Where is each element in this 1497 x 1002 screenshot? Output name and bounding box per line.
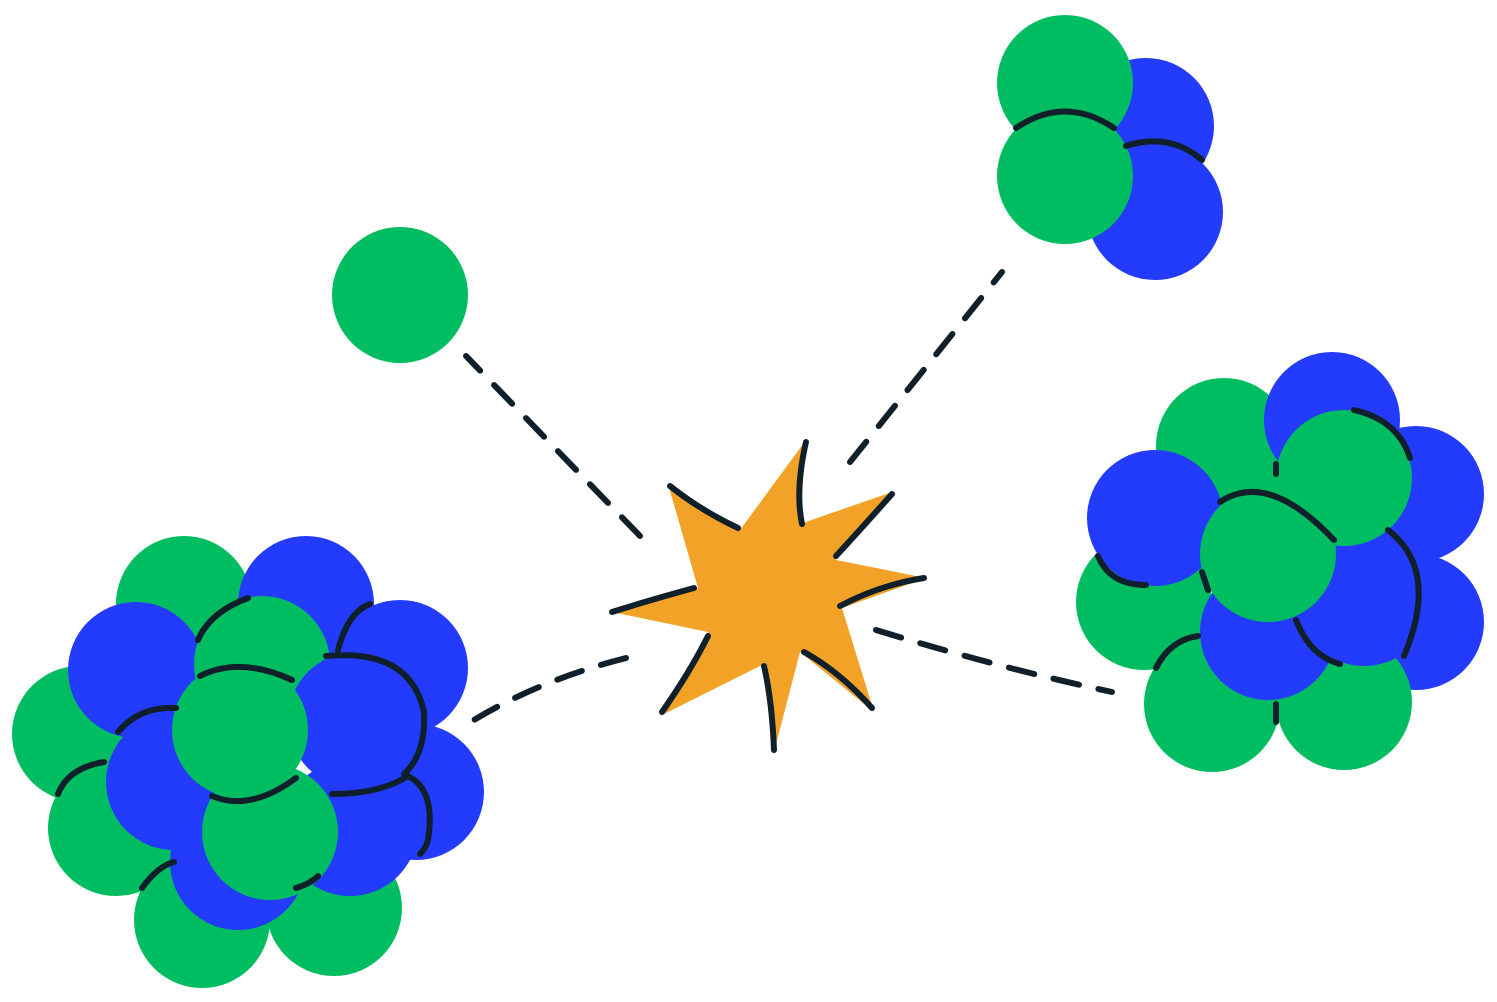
energy-burst-strokes [609,439,927,753]
large-nucleus-fragment-left [12,536,484,988]
energy-burst-star [612,440,926,752]
energy-burst [609,439,927,753]
neutron [288,652,424,788]
large-nucleus-fragment-right [1076,352,1484,772]
motion-trails [463,269,1115,723]
fragment-seams [1095,407,1422,725]
neutron [1087,450,1223,586]
trail-to-light-fragment [847,269,1005,465]
trail-to-free-nucleon [463,353,643,539]
proton [202,764,338,900]
free-nucleon [332,227,468,363]
fragment-seams [55,595,433,891]
proton [997,108,1133,244]
fragment-seam [1013,108,1117,131]
trail-to-right-fragment [873,627,1115,695]
trail-to-left-fragment [471,655,629,723]
light-nucleus-fragment [997,15,1223,280]
neutron [68,602,204,738]
proton [172,662,308,798]
proton [1200,486,1336,622]
fragment-seam [1123,138,1205,163]
